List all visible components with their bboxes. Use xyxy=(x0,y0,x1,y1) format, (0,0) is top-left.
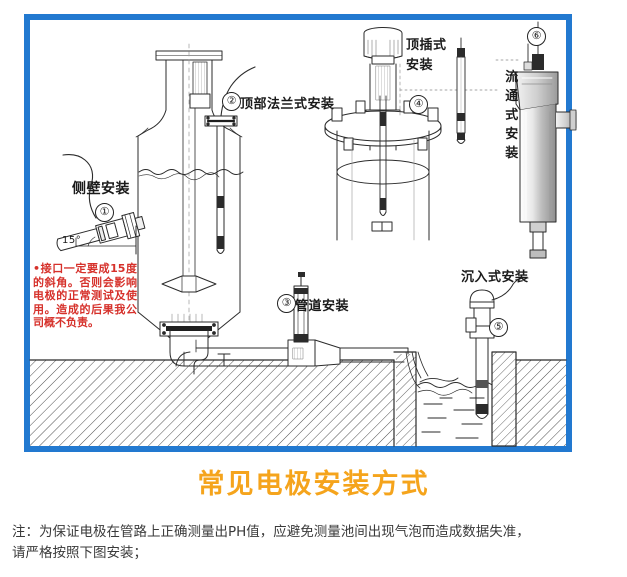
footer-note: 注：为保证电极在管路上正确测量出PH值，应避免测量池间出现气泡而造成数据失准， … xyxy=(12,522,618,564)
callout-label-flow-through: 流通式安装 xyxy=(505,70,519,161)
footer-note-line1: 注：为保证电极在管路上正确测量出PH值，应避免测量池间出现气泡而造成数据失准， xyxy=(12,524,530,540)
electrode-side-wall xyxy=(56,154,146,255)
electrode-submersible xyxy=(465,277,529,419)
callout-label-submersible: 沉入式安装 xyxy=(461,270,529,285)
callout-number-3: ③ xyxy=(277,294,296,313)
callout-label-top-flange: 顶部法兰式安装 xyxy=(240,97,335,112)
callout-number-4: ④ xyxy=(409,95,428,114)
warning-note: •接口一定要成15度的斜角。否则会影响电极的正常测试及使用。造成的后果我公司概不… xyxy=(33,262,137,330)
main-tank xyxy=(135,43,244,353)
callout-label-top-insert: 顶插式 安装 xyxy=(406,36,447,76)
callout-label-top-insert-line2: 安装 xyxy=(406,58,434,73)
pipe-run xyxy=(169,272,409,375)
callout-label-side-wall: 侧壁安装 xyxy=(72,181,130,197)
callout-number-5: ⑤ xyxy=(489,318,508,337)
flow-through-cell xyxy=(495,21,577,259)
callout-number-1: ① xyxy=(95,203,114,222)
pool-water xyxy=(405,351,493,439)
callout-number-2: ② xyxy=(222,92,241,111)
standalone-electrode xyxy=(456,37,466,144)
reactor-vessel xyxy=(324,27,501,241)
warning-text: 接口一定要成15度的斜角。否则会影响电极的正常测试及使用。造成的后果我公司概不负… xyxy=(33,262,137,329)
callout-label-top-insert-line1: 顶插式 xyxy=(406,38,447,53)
warning-bullet: • xyxy=(33,262,41,275)
page-title: 常见电极安装方式 xyxy=(197,469,430,500)
installation-diagram xyxy=(29,21,577,447)
footer-note-line2: 请严格按照下图安装； xyxy=(12,545,147,561)
callout-label-pipeline: 管道安装 xyxy=(295,299,350,314)
callout-number-6: ⑥ xyxy=(527,27,546,46)
electrode-top-flange xyxy=(204,66,256,254)
angle-label-15-degrees: 15° xyxy=(62,235,82,246)
